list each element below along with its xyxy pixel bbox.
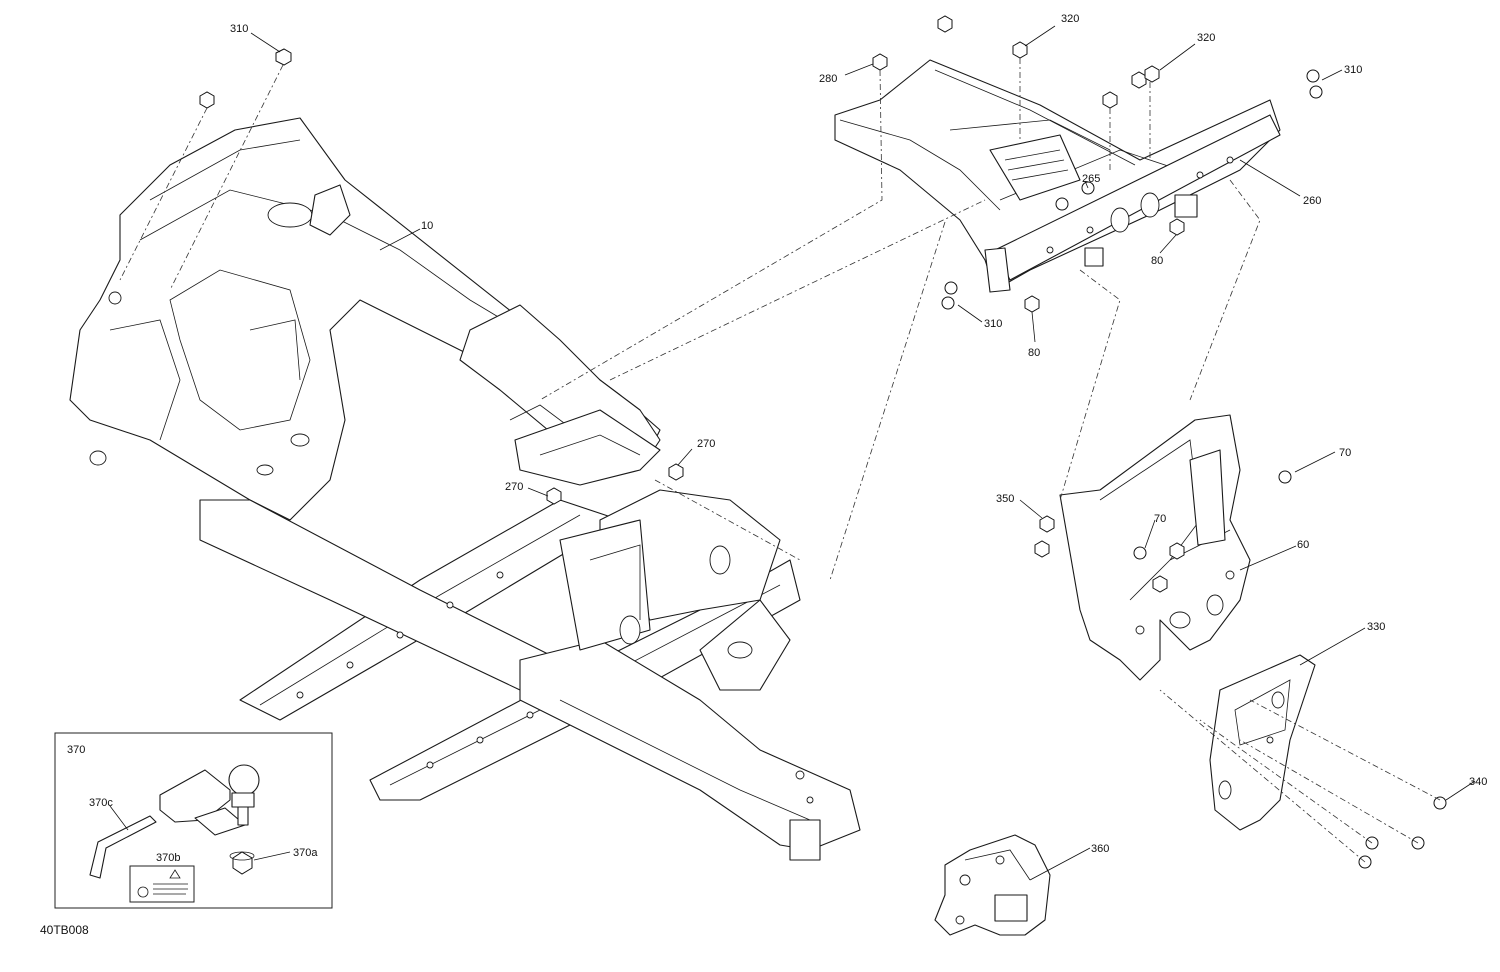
hitch-receiver	[934, 834, 1051, 936]
callout-270: 270	[697, 438, 715, 450]
hitch-bracket	[1059, 414, 1251, 681]
accessory-inset: 370 370c 370b 370a	[54, 732, 333, 909]
callout-70: 70	[1339, 447, 1351, 459]
callout-350: 350	[996, 493, 1014, 505]
inset-label: 370	[67, 744, 85, 756]
flange-nut-drawing	[232, 851, 253, 875]
drawing-code: 40TB008	[40, 923, 89, 937]
callout-60: 60	[1297, 539, 1309, 551]
inset-frame	[54, 732, 333, 909]
inset-part-370a: 370a	[293, 847, 318, 859]
callout-70: 70	[1154, 513, 1166, 525]
main-frame	[69, 117, 861, 861]
callout-265: 265	[1082, 173, 1100, 185]
callout-labels: 310 10 270 270 280 320 320 310 265 260 8…	[230, 13, 1487, 855]
inset-part-370b: 370b	[156, 852, 180, 864]
callout-360: 360	[1091, 843, 1109, 855]
callout-310: 310	[1344, 64, 1362, 76]
callout-310: 310	[984, 318, 1002, 330]
callout-80: 80	[1151, 255, 1163, 267]
hitch-plate	[1209, 654, 1316, 831]
callout-320: 320	[1061, 13, 1079, 25]
callout-310: 310	[230, 23, 248, 35]
inset-part-370c: 370c	[89, 797, 113, 809]
callout-260: 260	[1303, 195, 1321, 207]
alignment-lines	[119, 58, 1441, 863]
callout-10: 10	[421, 220, 433, 232]
callout-340: 340	[1469, 776, 1487, 788]
fasteners	[199, 15, 1447, 869]
callout-80: 80	[1028, 347, 1040, 359]
warning-decal	[129, 865, 195, 903]
callout-270: 270	[505, 481, 523, 493]
hitch-pin-drawing	[89, 815, 157, 879]
upper-rear-beam-assembly	[834, 59, 1281, 293]
callout-280: 280	[819, 73, 837, 85]
callout-330: 330	[1367, 621, 1385, 633]
ball-mount-drawing	[159, 764, 260, 836]
callout-320: 320	[1197, 32, 1215, 44]
leader-lines	[250, 25, 1476, 881]
